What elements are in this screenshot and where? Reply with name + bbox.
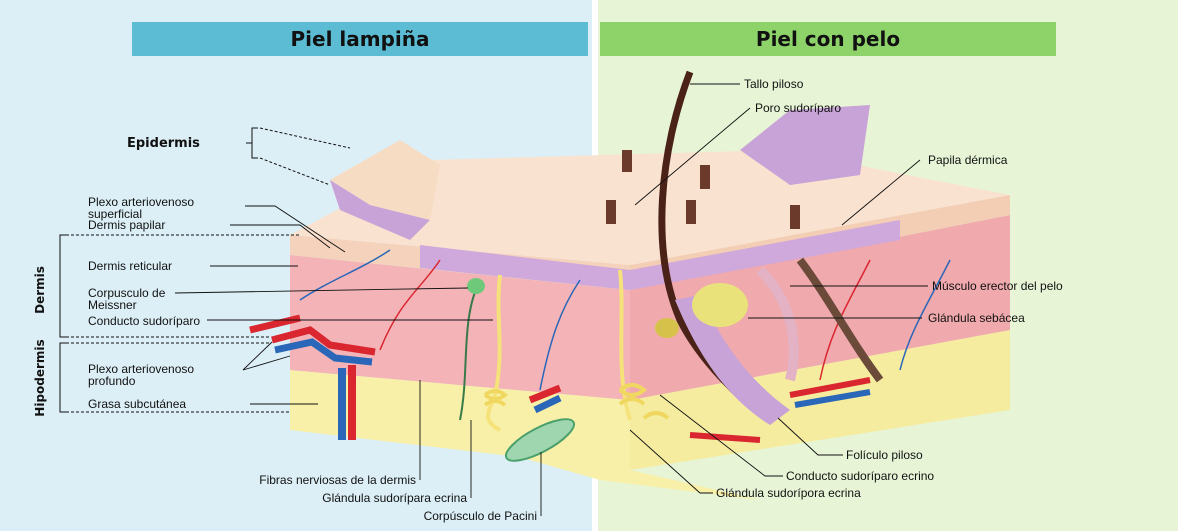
hair-stub-4 xyxy=(606,200,616,224)
label-fibras-nerviosas: Fibras nerviosas de la dermis xyxy=(259,473,416,487)
label-hipodermis: Hipodermis xyxy=(33,339,47,416)
hair-stub-3 xyxy=(686,200,696,224)
label-corpusculo-pacini: Corpúsculo de Pacini xyxy=(424,509,537,523)
label-grasa-subcutanea: Grasa subcutánea xyxy=(88,397,186,411)
label-musculo-erector: Músculo erector del pelo xyxy=(932,279,1063,293)
label-papila-dermica: Papila dérmica xyxy=(928,153,1008,167)
label-tallo-piloso: Tallo piloso xyxy=(744,77,804,91)
hair-stub-2 xyxy=(700,165,710,189)
label-poro-sudoriparo: Poro sudoríparo xyxy=(755,101,841,115)
label-glandula-sudoripara-ecrina: Glándula sudorípara ecrina xyxy=(322,491,467,505)
epidermis-dash-top xyxy=(260,128,350,148)
hair-stub-5 xyxy=(790,205,800,229)
label-meissner-2: Meissner xyxy=(88,298,137,312)
label-dermis-papilar: Dermis papilar xyxy=(88,218,165,232)
sebaceous-gland-small xyxy=(655,318,679,338)
hair-stub-1 xyxy=(622,150,632,172)
label-conducto-sudoriparo: Conducto sudoríparo xyxy=(88,314,200,328)
label-dermis-reticular: Dermis reticular xyxy=(88,259,172,273)
label-conducto-ecrino: Conducto sudoríparo ecrino xyxy=(786,469,934,483)
sebaceous-gland xyxy=(692,283,748,327)
label-dermis: Dermis xyxy=(33,266,47,314)
label-glandula-sudoripora-ecrina: Glándula sudorípora ecrina xyxy=(716,486,861,500)
dermis-bracket xyxy=(60,235,66,337)
epidermis-dash-bottom xyxy=(260,158,330,185)
label-glandula-sebacea: Glándula sebácea xyxy=(928,311,1025,325)
meissner-corpuscle xyxy=(467,278,485,294)
label-plexo-profundo-2: profundo xyxy=(88,374,136,388)
epidermis-bracket xyxy=(246,128,258,158)
label-epidermis: Epidermis xyxy=(127,136,200,151)
label-foliculo-piloso: Folículo piloso xyxy=(846,448,923,462)
skin-block xyxy=(290,105,1010,500)
hipodermis-bracket xyxy=(60,343,66,412)
